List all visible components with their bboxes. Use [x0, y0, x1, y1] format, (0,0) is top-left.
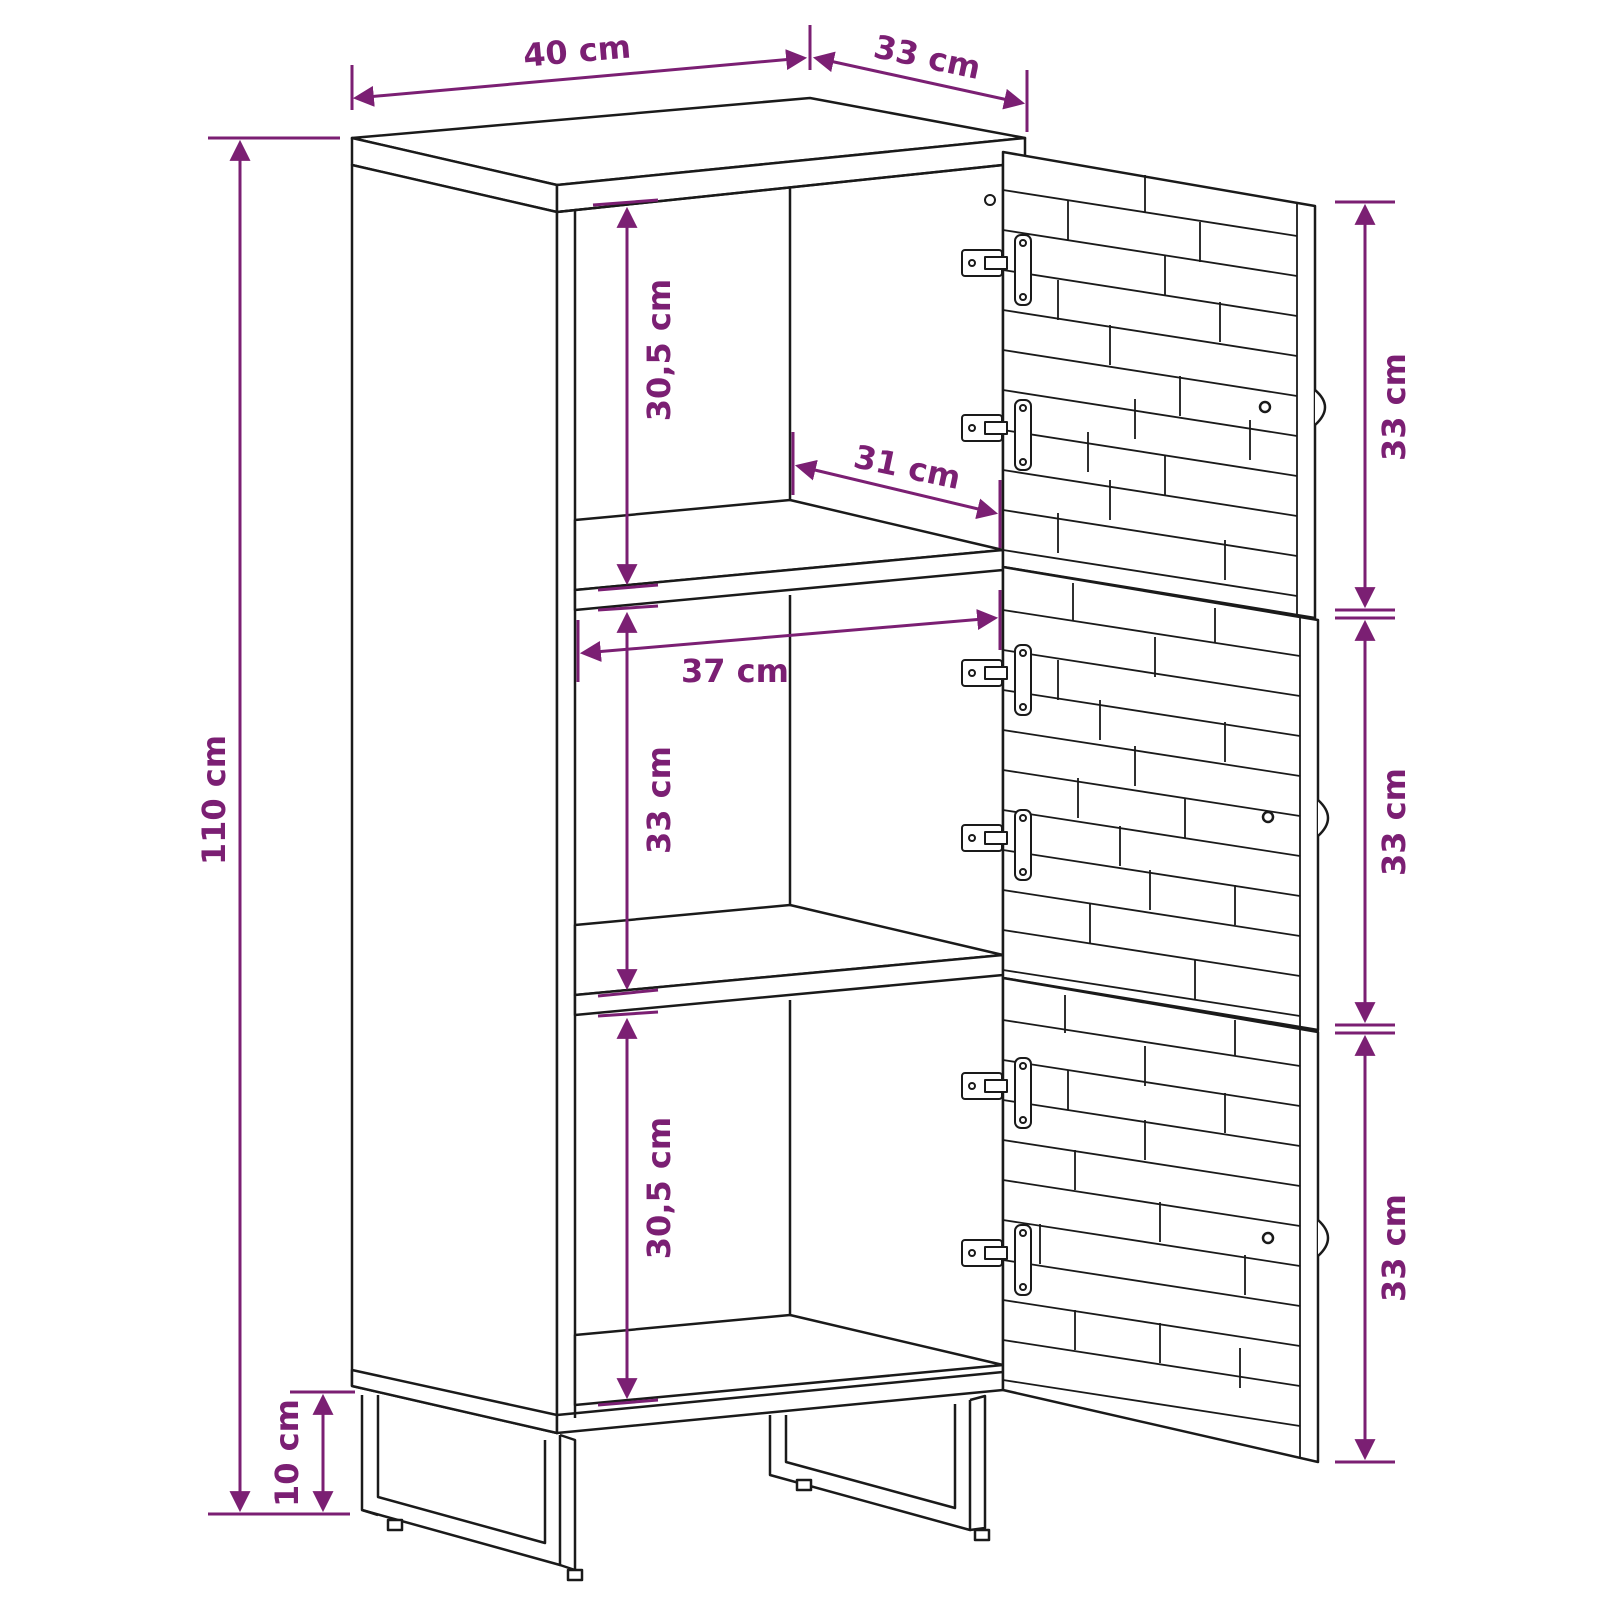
- label-total-height: 110 cm: [195, 735, 233, 865]
- label-width: 40 cm: [522, 27, 633, 74]
- cabinet-drawing: [350, 96, 1330, 1582]
- label-depth: 33 cm: [871, 27, 985, 87]
- cabinet-left-side: [350, 163, 559, 1435]
- label-leg-height: 10 cm: [268, 1399, 306, 1507]
- label-door-top: 33 cm: [1375, 353, 1413, 461]
- dim-inner-depth-line: [794, 459, 999, 520]
- door-top: [1001, 150, 1327, 620]
- hinge-icon: [961, 644, 1032, 716]
- label-top-compartment: 30,5 cm: [640, 279, 678, 421]
- dim-inner-width-line: [579, 609, 999, 662]
- left-leg-frame: [360, 1395, 584, 1582]
- hinge-icon: [961, 234, 1032, 306]
- door-middle: [1001, 565, 1330, 1032]
- cabinet-interior-back: [555, 163, 1005, 1435]
- door-bottom: [1001, 976, 1330, 1464]
- hinge-icon: [961, 1224, 1032, 1296]
- right-leg-frame: [768, 1394, 991, 1542]
- label-inner-width: 37 cm: [681, 652, 789, 690]
- label-door-bottom: 33 cm: [1375, 1194, 1413, 1302]
- dimension-lines: [208, 25, 1395, 1516]
- hinge-icon: [961, 399, 1032, 471]
- label-door-middle: 33 cm: [1375, 768, 1413, 876]
- label-middle-compartment: 33 cm: [640, 746, 678, 854]
- dim-width-line: [352, 49, 808, 107]
- hinges: [961, 234, 1032, 1296]
- hinge-icon: [961, 809, 1032, 881]
- label-bottom-compartment: 30,5 cm: [640, 1117, 678, 1259]
- hinge-icon: [961, 1057, 1032, 1129]
- dim-depth-line: [812, 51, 1026, 110]
